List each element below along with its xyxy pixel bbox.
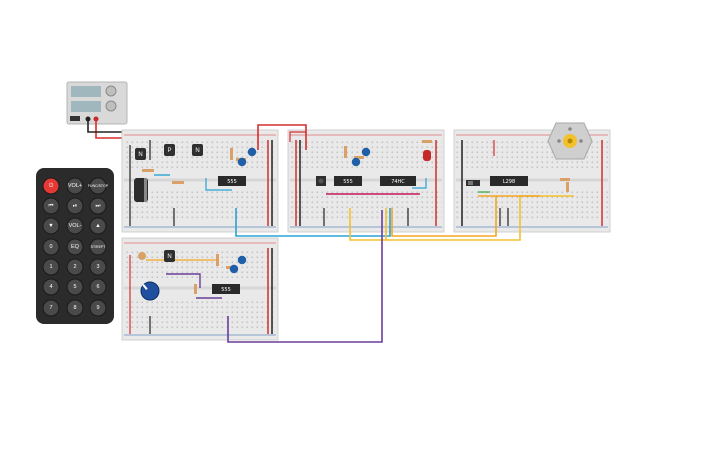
power-supply[interactable]	[66, 81, 128, 125]
remote-button-six[interactable]: 6	[89, 278, 107, 296]
svg-text:L298: L298	[503, 179, 515, 185]
remote-button-label: 2	[73, 264, 76, 270]
remote-button-down[interactable]: ▼	[42, 217, 60, 235]
power-rail-jumpers[interactable]	[129, 140, 603, 334]
remote-button-next[interactable]: ⏭	[89, 197, 107, 215]
svg-text:N: N	[195, 148, 199, 154]
remote-button-label: ST/REPT	[91, 245, 107, 249]
blue-jumper-b[interactable]	[205, 178, 232, 191]
remote-button-label: ⏭	[96, 203, 101, 209]
breadboard-bottom-left[interactable]	[121, 237, 279, 341]
svg-text:74HC: 74HC	[391, 179, 405, 185]
remote-button-play-pause[interactable]: ⏯	[66, 197, 84, 215]
remote-button-st-rept[interactable]: ST/REPT	[89, 238, 107, 256]
remote-button-eq[interactable]: EQ	[66, 238, 84, 256]
potentiometer-knob-icon[interactable]	[140, 281, 160, 301]
remote-button-five[interactable]: 5	[66, 278, 84, 296]
remote-button-label: ▼	[48, 223, 53, 229]
remote-button-label: 1	[49, 264, 52, 270]
remote-button-label: 8	[73, 305, 76, 311]
push-button[interactable]	[316, 176, 326, 186]
transistor-t3[interactable]: N	[192, 144, 203, 156]
rail-link-wire[interactable]	[289, 131, 306, 142]
remote-button-label: 6	[96, 284, 99, 290]
orange-signal-wire[interactable]	[391, 196, 497, 237]
current-display	[71, 101, 101, 112]
transistor-t2[interactable]: P	[164, 144, 175, 156]
ceramic-capacitors-bottom-left[interactable]	[229, 255, 247, 274]
electrolytic-capacitor[interactable]	[134, 178, 148, 202]
remote-button-power[interactable]: ⏻	[42, 177, 60, 195]
remote-button-label: EQ	[71, 244, 80, 250]
svg-text:555: 555	[343, 179, 353, 185]
resistors-top-right[interactable]	[560, 178, 570, 192]
remote-button-label: FUNC/STOP	[88, 184, 109, 188]
blue-signal-wire[interactable]	[235, 208, 391, 237]
remote-button-four[interactable]: 4	[42, 278, 60, 296]
breadboard-top-middle[interactable]	[287, 129, 445, 233]
yellow-signal-wire-a[interactable]	[349, 208, 387, 241]
remote-button-nine[interactable]: 9	[89, 299, 107, 317]
remote-button-one[interactable]: 1	[42, 258, 60, 276]
led-red[interactable]	[423, 150, 431, 161]
current-knob-icon[interactable]	[105, 100, 117, 112]
supply-negative-wire[interactable]	[87, 119, 126, 133]
power-switch[interactable]	[70, 116, 80, 121]
remote-button-label: ▲	[95, 223, 100, 229]
purple-jumper-a[interactable]	[166, 273, 201, 288]
ic-timer-c[interactable]: 555	[212, 284, 240, 294]
remote-button-seven[interactable]: 7	[42, 299, 60, 317]
transistor-t1[interactable]: N	[135, 148, 146, 160]
svg-text:N: N	[138, 152, 142, 158]
supply-positive-wire[interactable]	[95, 119, 126, 139]
remote-button-prev[interactable]: ⏮	[42, 197, 60, 215]
transistor-t4[interactable]: N	[164, 250, 175, 262]
remote-button-func-stop[interactable]: FUNC/STOP	[88, 177, 109, 195]
remote-button-two[interactable]: 2	[66, 258, 84, 276]
remote-button-label: 0	[49, 244, 52, 250]
voltage-knob-icon[interactable]	[105, 85, 117, 97]
remote-button-label: 4	[49, 284, 52, 290]
ic-timer-a[interactable]: 555	[218, 176, 246, 186]
svg-text:555: 555	[221, 287, 231, 293]
resistors-top-middle[interactable]	[344, 140, 432, 159]
motor-driver[interactable]: L298	[490, 176, 528, 186]
bridge-power-wire[interactable]	[257, 124, 307, 150]
yellow-signal-wire-b[interactable]	[386, 196, 521, 241]
remote-button-zero[interactable]: 0	[42, 238, 60, 256]
purple-signal-wire[interactable]	[227, 210, 383, 343]
voltage-display	[71, 86, 101, 97]
blue-jumper-c[interactable]	[412, 178, 427, 189]
remote-button-label: 7	[49, 305, 52, 311]
slide-switch[interactable]	[466, 180, 480, 186]
remote-button-label: ⏯	[73, 203, 77, 209]
remote-button-vol-up[interactable]: VOL+	[66, 177, 84, 195]
ic-timer-b[interactable]: 555	[334, 176, 362, 186]
remote-button-label: 9	[96, 305, 99, 311]
remote-keypad: ⏻ VOL+ FUNC/STOP ⏮ ⏯ ⏭ ▼ VOL- ▲ 0 EQ ST/REPT 1 2 3 4 5 6 7…	[42, 177, 109, 317]
remote-button-label: 3	[96, 264, 99, 270]
ic-logic-a[interactable]: 74HC	[380, 176, 416, 186]
remote-button-label: ⏮	[49, 203, 54, 209]
remote-button-up[interactable]: ▲	[89, 217, 107, 235]
remote-button-three[interactable]: 3	[89, 258, 107, 276]
svg-text:555: 555	[227, 179, 237, 185]
remote-button-label: 5	[73, 284, 76, 290]
remote-button-label: VOL-	[69, 223, 82, 229]
ir-remote[interactable]: ⏻ VOL+ FUNC/STOP ⏮ ⏯ ⏭ ▼ VOL- ▲ 0 EQ ST/REPT 1 2 3 4 5 6 7…	[36, 168, 114, 324]
ceramic-capacitors-top-middle[interactable]	[351, 147, 371, 167]
remote-button-eight[interactable]: 8	[66, 299, 84, 317]
ir-receiver[interactable]	[138, 252, 146, 260]
remote-button-vol-down[interactable]: VOL-	[66, 217, 84, 235]
ceramic-capacitors-top-left[interactable]	[237, 147, 257, 167]
dc-motor[interactable]	[547, 122, 593, 160]
svg-text:N: N	[167, 254, 171, 260]
remote-button-label: VOL+	[68, 183, 82, 189]
svg-text:P: P	[167, 148, 171, 154]
remote-button-label: ⏻	[49, 182, 54, 189]
